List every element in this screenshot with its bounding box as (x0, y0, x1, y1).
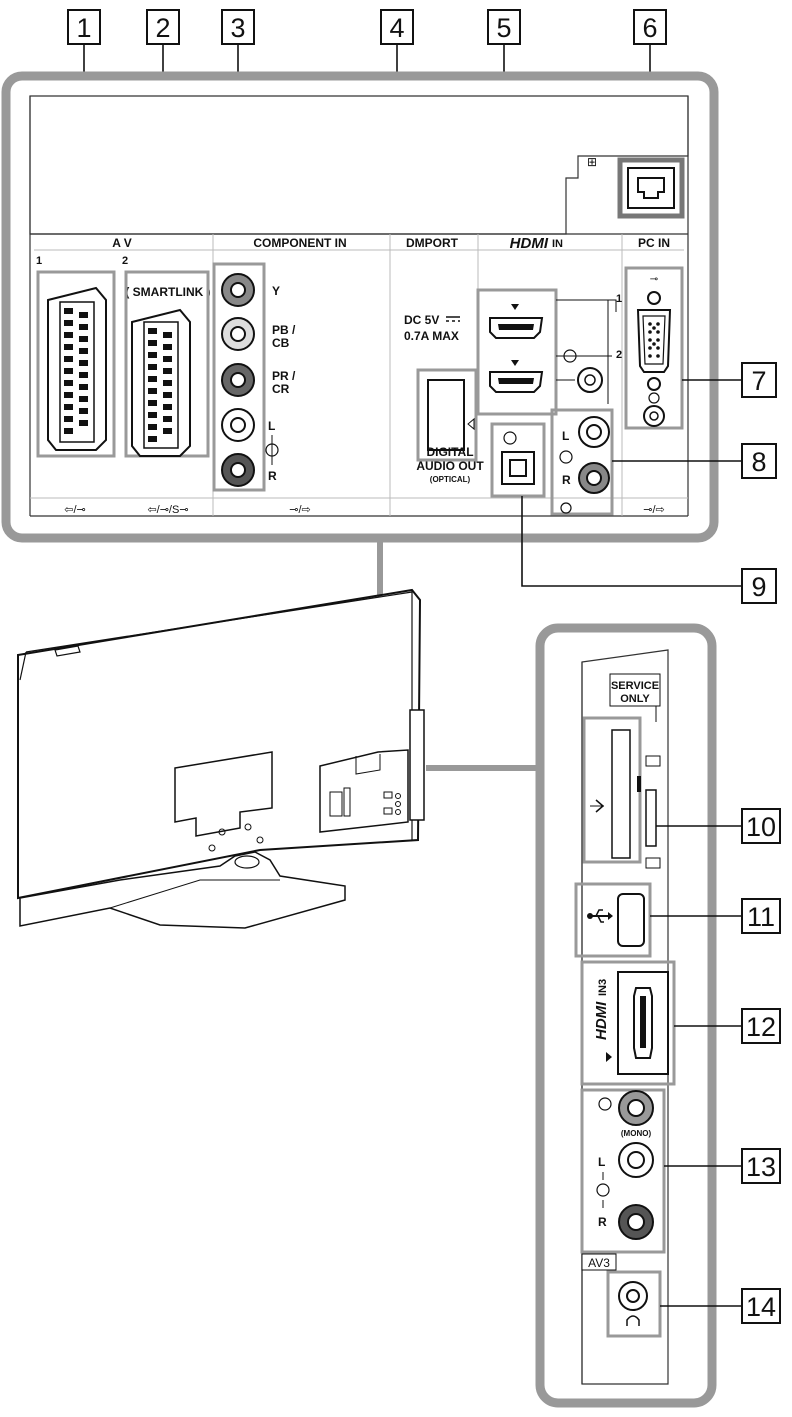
pc-in-vga: ⊸ (624, 266, 684, 430)
av1-footer: ⇦/⊸ (64, 504, 86, 516)
video-in-icon: ⊸ (650, 274, 658, 285)
label-comp-cr: CR (272, 382, 290, 396)
label-comp-y: Y (272, 284, 280, 298)
svg-text:6: 6 (642, 13, 657, 43)
label-out-r: R (562, 473, 571, 487)
callout-6: 6 (633, 9, 667, 166)
callout-14: 14 (660, 1288, 781, 1324)
svg-text:9: 9 (751, 572, 766, 602)
component-footer: ⊸/⇨ (289, 504, 311, 516)
svg-text:5: 5 (496, 13, 511, 43)
label-mono: (MONO) (621, 1129, 652, 1138)
label-hdmi-2: 2 (616, 349, 622, 361)
label-dc-rating: DC 5V (404, 313, 439, 327)
headphone-icon (626, 1315, 640, 1326)
label-pc-in: PC IN (638, 236, 670, 250)
svg-text:4: 4 (389, 13, 404, 43)
label-smartlink: ( SMARTLINK ) (125, 285, 210, 299)
svg-text:7: 7 (751, 366, 766, 396)
label-av: A V (112, 236, 132, 250)
dmport-connector (416, 368, 478, 462)
side-hdmi-in3: IN3 (597, 979, 609, 996)
audio-in-icon (596, 1183, 610, 1197)
label-amp-rating: 0.7A MAX (404, 329, 459, 343)
callout-11: 11 (650, 898, 781, 934)
svg-text:8: 8 (751, 447, 766, 477)
av3-jacks (580, 1088, 666, 1254)
label-digital-2: AUDIO OUT (416, 459, 484, 473)
video-in-icon (598, 1097, 612, 1111)
tv-rear-illustration (17, 588, 425, 929)
label-comp-l: L (268, 419, 275, 433)
svg-text:11: 11 (747, 902, 775, 932)
label-av-2: 2 (122, 255, 128, 267)
optical-out (490, 422, 546, 498)
label-av3: AV3 (588, 1256, 610, 1270)
svg-text:3: 3 (230, 13, 245, 43)
svg-text:12: 12 (746, 1012, 776, 1042)
svg-text:10: 10 (746, 812, 776, 842)
label-dmport: DMPORT (406, 236, 459, 250)
av2-footer: ⇦/⊸/S⊸ (147, 504, 188, 516)
card-slot (582, 716, 661, 869)
pc-footer: ⊸/⇨ (643, 504, 665, 516)
scart-av2: ( SMARTLINK ) (124, 270, 211, 458)
hdmi-in-ports (476, 288, 558, 416)
label-out-l: L (562, 429, 569, 443)
side-panel: SERVICE ONLY (535, 623, 717, 1408)
svg-text:14: 14 (746, 1292, 776, 1322)
rear-panel: A V 1 2 COMPONENT IN DMPORT HDMI IN PC I… (1, 71, 719, 543)
label-service: SERVICE (611, 680, 659, 692)
label-hdmi-1: 1 (616, 293, 622, 305)
label-hdmi-logo: HDMI (510, 235, 549, 252)
label-comp-pr: PR / (272, 369, 296, 383)
headphone-jack (606, 1270, 662, 1338)
callout-9: 9 (521, 496, 777, 604)
callout-12: 12 (674, 1008, 781, 1044)
audio-out-lr (550, 408, 614, 516)
label-hdmi-in: IN (552, 238, 563, 250)
callout-7: 7 (682, 362, 777, 398)
callout-5: 5 (487, 9, 521, 307)
label-digital-3: (OPTICAL) (430, 475, 471, 484)
callout-8: 8 (612, 443, 777, 479)
label-av3-r: R (598, 1215, 607, 1229)
label-av-1: 1 (36, 255, 42, 267)
hdmi-in3-port: HDMI IN3 (580, 960, 676, 1086)
usb-port (574, 882, 652, 958)
label-digital-1: DIGITAL (426, 445, 473, 459)
label-comp-pb: PB / (272, 323, 296, 337)
audio-out-icon (503, 431, 517, 445)
network-icon: ⊞ (587, 155, 597, 169)
svg-text:2: 2 (155, 13, 170, 43)
label-service-only: ONLY (620, 693, 650, 705)
usb-icon (587, 909, 613, 923)
scart-av1 (36, 270, 116, 458)
callout-13: 13 (664, 1148, 781, 1184)
side-hdmi-logo: HDMI (593, 1001, 610, 1040)
label-comp-r: R (268, 469, 277, 483)
component-in-jacks (212, 262, 266, 492)
callout-10: 10 (656, 808, 781, 844)
lan-port: ⊞ (587, 155, 685, 219)
label-comp-cb: CB (272, 336, 290, 350)
label-av3-l: L (598, 1155, 605, 1169)
audio-out-icon (559, 450, 573, 464)
svg-text:13: 13 (746, 1152, 776, 1182)
label-component-in: COMPONENT IN (253, 236, 346, 250)
svg-text:1: 1 (76, 13, 91, 43)
